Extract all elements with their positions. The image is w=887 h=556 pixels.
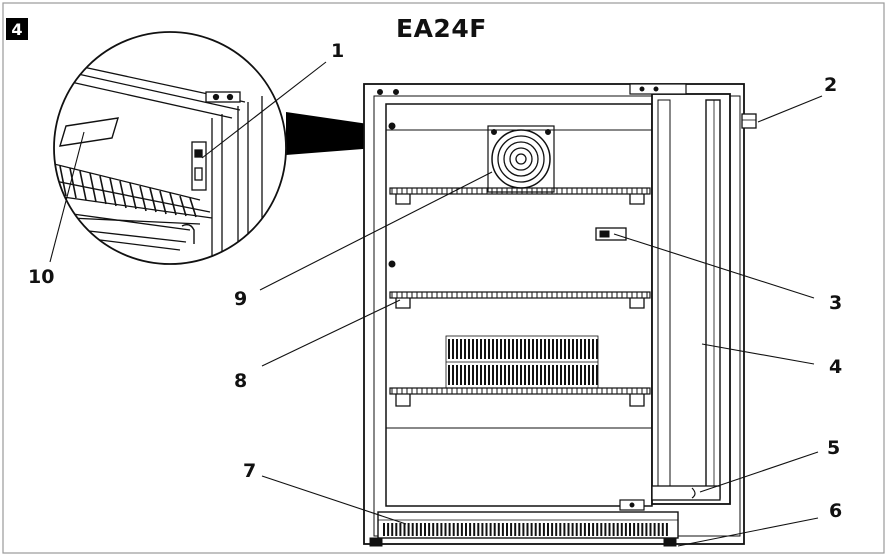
callout-1: 1: [331, 40, 345, 62]
fridge-body: [363, 83, 757, 547]
leader-6: [677, 517, 819, 547]
leader-5: [699, 451, 819, 493]
leader-1: [201, 61, 327, 159]
model-title: EA24F: [396, 14, 487, 43]
leader-9: [259, 171, 493, 291]
callout-4: 4: [829, 356, 843, 378]
callout-5: 5: [827, 437, 841, 459]
evaporator-vent: [448, 339, 598, 385]
shelf-wires: [391, 188, 648, 394]
leader-2: [757, 95, 823, 123]
leader-8: [261, 299, 401, 367]
callout-3: 3: [829, 292, 843, 314]
leader-10: [49, 131, 85, 263]
callout-6: 6: [829, 500, 843, 522]
callout-10: 10: [28, 266, 55, 288]
leader-7: [261, 475, 407, 525]
callout-2: 2: [824, 74, 838, 96]
leader-lines: [49, 61, 823, 547]
callout-8: 8: [234, 370, 248, 392]
callout-7: 7: [243, 460, 257, 482]
detail-magnifier: [53, 31, 287, 265]
leader-3: [613, 233, 815, 299]
base-grill: [383, 523, 668, 536]
callout-9: 9: [234, 288, 248, 310]
figure-number-badge: 4: [6, 18, 28, 40]
leader-4: [701, 343, 815, 365]
